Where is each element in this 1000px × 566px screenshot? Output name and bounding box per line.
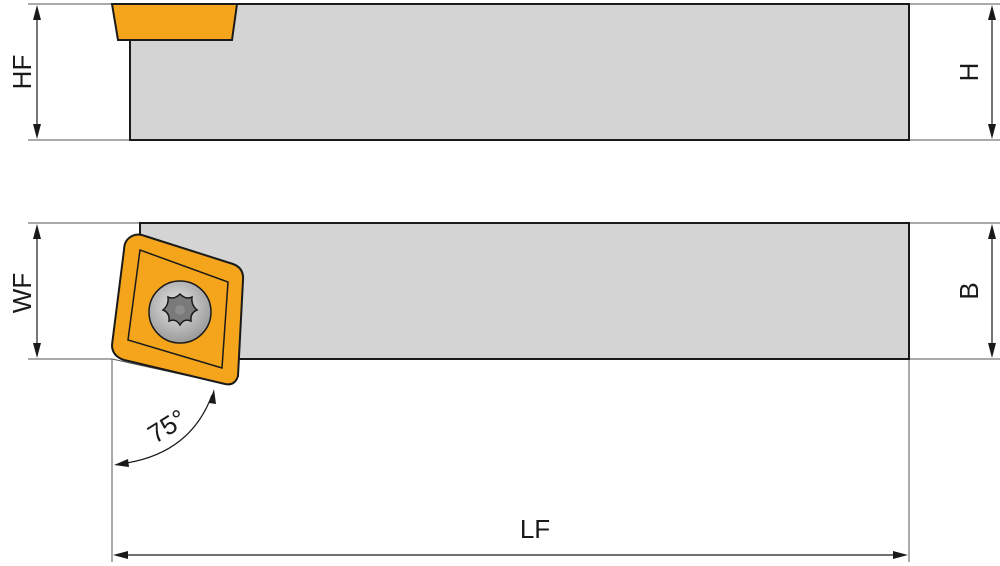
- angle-arrow-top: [209, 389, 216, 404]
- h-label: H: [954, 63, 984, 82]
- b-arrow-bottom: [988, 343, 996, 358]
- angle-arrow-left: [114, 459, 129, 467]
- insert-side: [110, 3, 239, 41]
- shank-plan: [139, 222, 910, 360]
- lf-arrow-left: [113, 551, 128, 559]
- hf-arrow-bottom: [33, 124, 41, 139]
- b-arrow-top: [988, 224, 996, 239]
- hf-label: HF: [7, 55, 37, 90]
- wf-arrow-top: [33, 224, 41, 239]
- b-label: B: [954, 282, 984, 299]
- wf-label: WF: [7, 273, 37, 313]
- side-view: HF H: [7, 3, 1000, 141]
- lf-arrow-right: [893, 551, 908, 559]
- shank-side: [129, 3, 910, 141]
- h-arrow-top: [988, 5, 996, 20]
- insert-inner-edge: [127, 248, 229, 369]
- h-arrow-bottom: [988, 124, 996, 139]
- lf-label: LF: [520, 514, 550, 544]
- torx-screw-icon: [148, 280, 212, 344]
- wf-arrow-bottom: [33, 343, 41, 358]
- angle-arc: [119, 394, 213, 465]
- plan-view: WF B LF 75°: [7, 222, 1000, 562]
- hf-arrow-top: [33, 5, 41, 20]
- angle-label: 75°: [142, 403, 191, 449]
